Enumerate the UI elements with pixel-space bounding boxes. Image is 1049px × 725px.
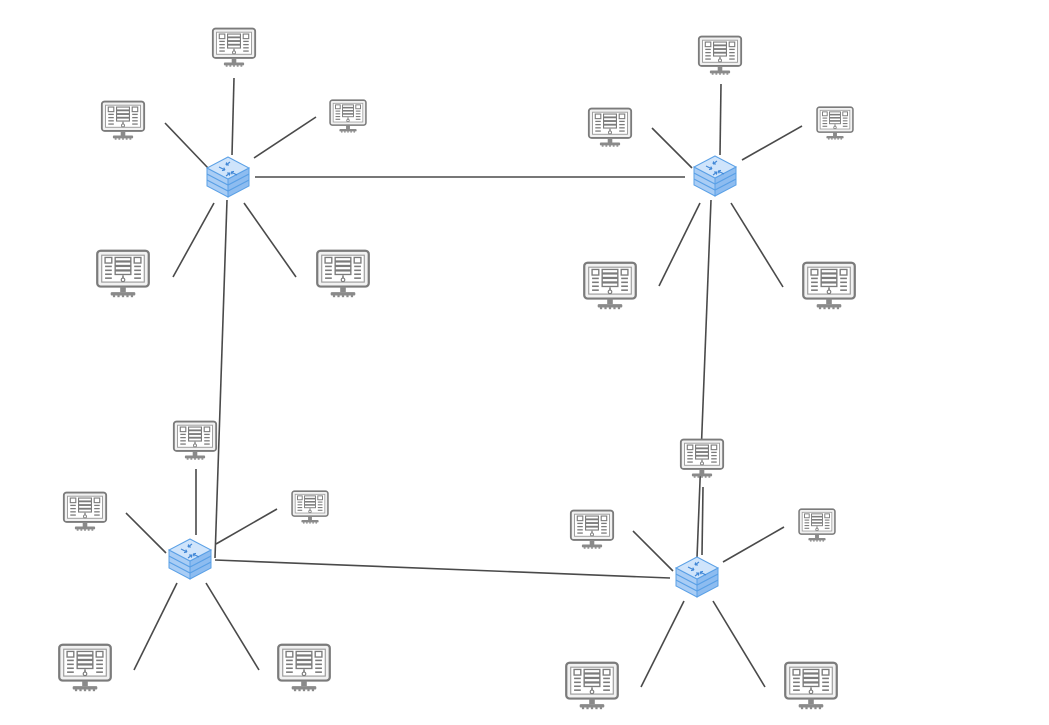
network-switch-icon[interactable] [167,538,213,580]
link-host-3-4-switch-3 [133,582,178,671]
computer-monitor-icon [277,643,331,692]
link-host-3-3-switch-3 [215,508,278,545]
computer-monitor-icon [784,661,838,710]
link-switch-2-switch-4 [696,199,712,559]
link-host-1-3-switch-1 [253,116,317,159]
link-host-4-2-switch-4 [632,530,674,572]
link-host-3-2-switch-3 [125,512,167,554]
computer-monitor-icon [569,509,615,549]
link-host-4-3-switch-4 [722,526,785,563]
nodes-layer [58,27,856,710]
links-layer [125,77,803,688]
computer-monitor-icon [798,508,836,542]
link-host-2-2-switch-2 [651,127,693,169]
computer-monitor-icon [329,99,367,133]
network-switch-icon[interactable] [692,155,738,197]
computer-monitor-icon [291,490,329,524]
computer-monitor-icon [62,491,108,531]
link-host-4-1-switch-4 [701,486,704,556]
link-host-4-5-switch-4 [712,600,766,688]
link-host-4-4-switch-4 [640,600,685,688]
computer-monitor-icon [679,438,725,478]
link-host-2-1-switch-2 [719,83,722,156]
computer-monitor-icon [211,27,257,67]
link-host-2-5-switch-2 [730,202,784,288]
link-host-1-4-switch-1 [172,202,215,278]
link-switch-1-switch-3 [214,199,228,559]
computer-monitor-icon [96,249,150,298]
link-host-2-3-switch-2 [741,125,803,161]
network-switch-icon[interactable] [674,556,720,598]
link-host-2-4-switch-2 [658,202,701,287]
computer-monitor-icon [58,643,112,692]
computer-monitor-icon [802,261,856,310]
link-host-1-1-switch-1 [231,77,235,156]
computer-monitor-icon [316,249,370,298]
computer-monitor-icon [565,661,619,710]
computer-monitor-icon [587,107,633,147]
network-switch-icon[interactable] [205,156,251,198]
link-switch-3-switch-4 [214,559,671,579]
computer-monitor-icon [697,35,743,75]
computer-monitor-icon [816,106,854,140]
link-host-1-2-switch-1 [164,122,209,169]
link-host-3-5-switch-3 [205,582,260,671]
computer-monitor-icon [583,261,637,310]
link-host-1-5-switch-1 [243,202,297,278]
computer-monitor-icon [100,100,146,140]
computer-monitor-icon [172,420,218,460]
